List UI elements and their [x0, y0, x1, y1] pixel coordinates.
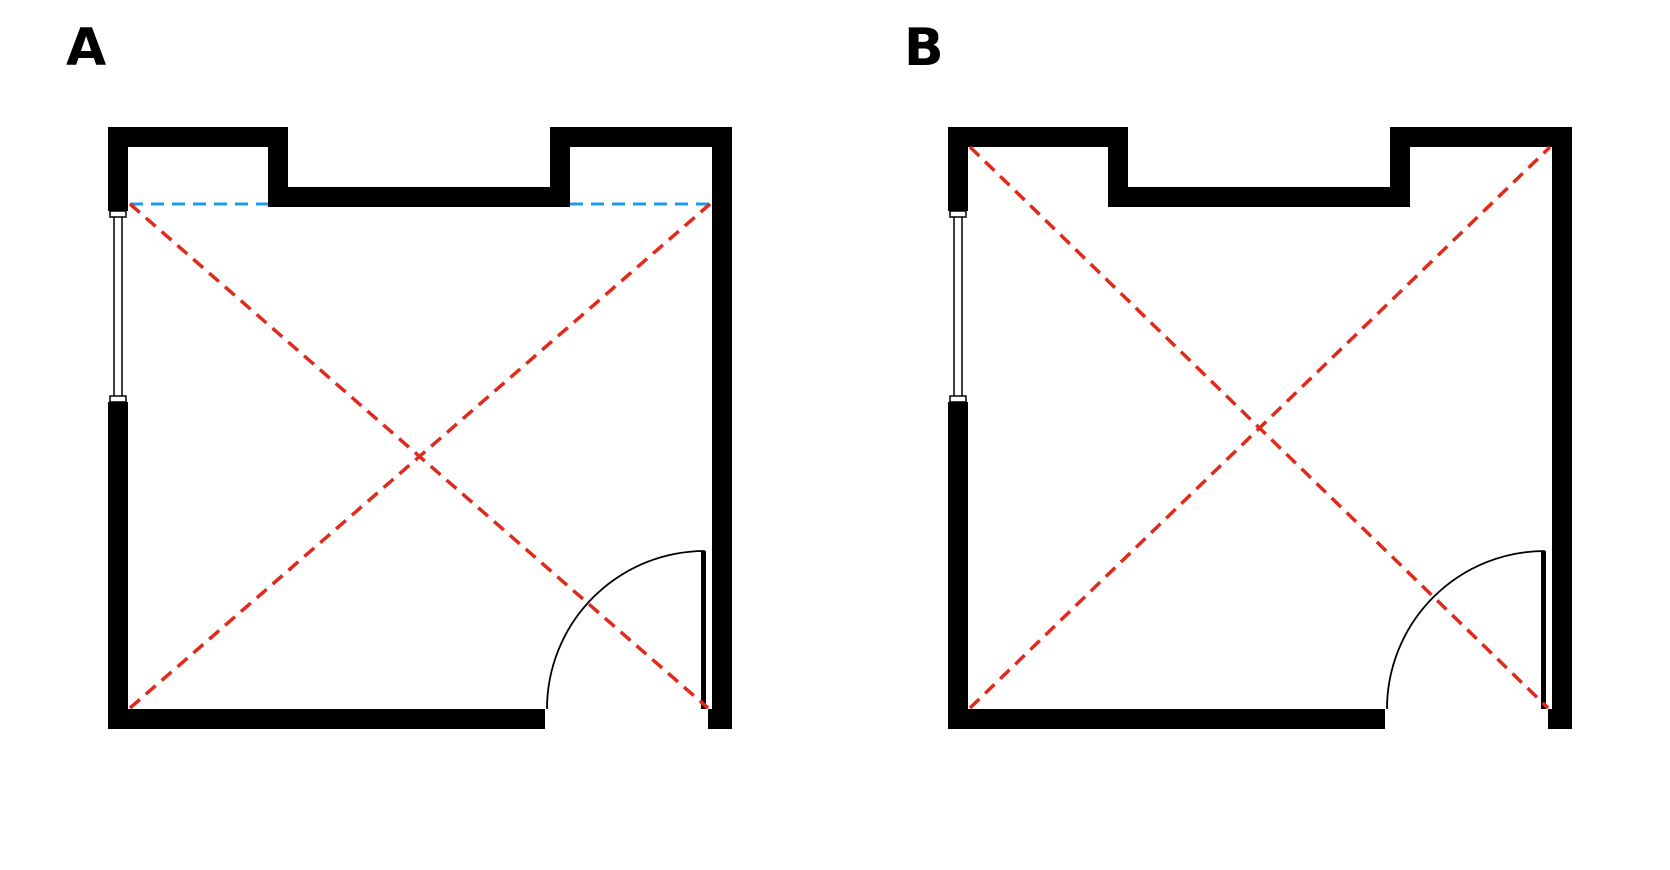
wall-top-left-b — [948, 127, 1128, 147]
floor-plan-b — [948, 127, 1572, 729]
diagonals-a — [128, 202, 712, 710]
wall-left-upper-a — [108, 127, 128, 211]
wall-bottom-left-b — [948, 709, 1385, 729]
door-icon — [1386, 550, 1546, 710]
diagonal-a-2 — [128, 202, 712, 710]
wall-right-a — [712, 127, 732, 729]
window-icon — [949, 210, 967, 403]
wall-left-lower-b — [948, 402, 968, 729]
door-icon — [546, 550, 706, 710]
wall-left-lower-a — [108, 402, 128, 729]
wall-right-b — [1552, 127, 1572, 729]
wall-left-upper-b — [948, 127, 968, 211]
floor-plan-a — [108, 127, 732, 729]
diagonals-b — [968, 145, 1552, 710]
panel-label-b: B — [904, 18, 944, 78]
window-icon — [109, 210, 127, 403]
wall-alcove-bottom-a — [268, 187, 570, 207]
diagonal-b-2 — [968, 145, 1552, 710]
wall-top-right-a — [550, 127, 732, 147]
wall-bottom-right-a — [708, 709, 732, 729]
wall-alcove-bottom-b — [1108, 187, 1410, 207]
walls-a — [108, 127, 732, 729]
wall-bottom-right-b — [1548, 709, 1572, 729]
wall-top-right-b — [1390, 127, 1572, 147]
walls-b — [948, 127, 1572, 729]
panel-label-a: A — [66, 18, 107, 78]
wall-bottom-left-a — [108, 709, 545, 729]
wall-top-left-a — [108, 127, 288, 147]
